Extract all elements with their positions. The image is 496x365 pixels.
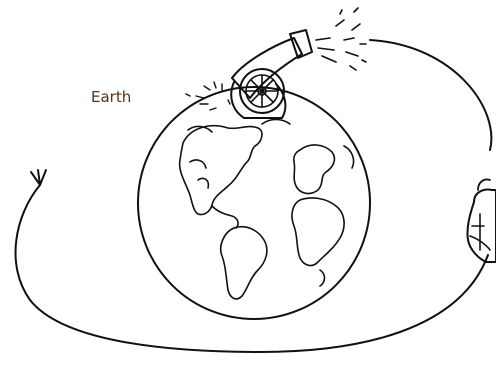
earth-globe [138,87,370,319]
backpack-satellite-icon [467,179,496,262]
cannon-icon [231,30,312,118]
continents [180,120,354,299]
muzzle-blast [316,8,366,70]
orbit-arrowhead-icon [31,170,46,185]
